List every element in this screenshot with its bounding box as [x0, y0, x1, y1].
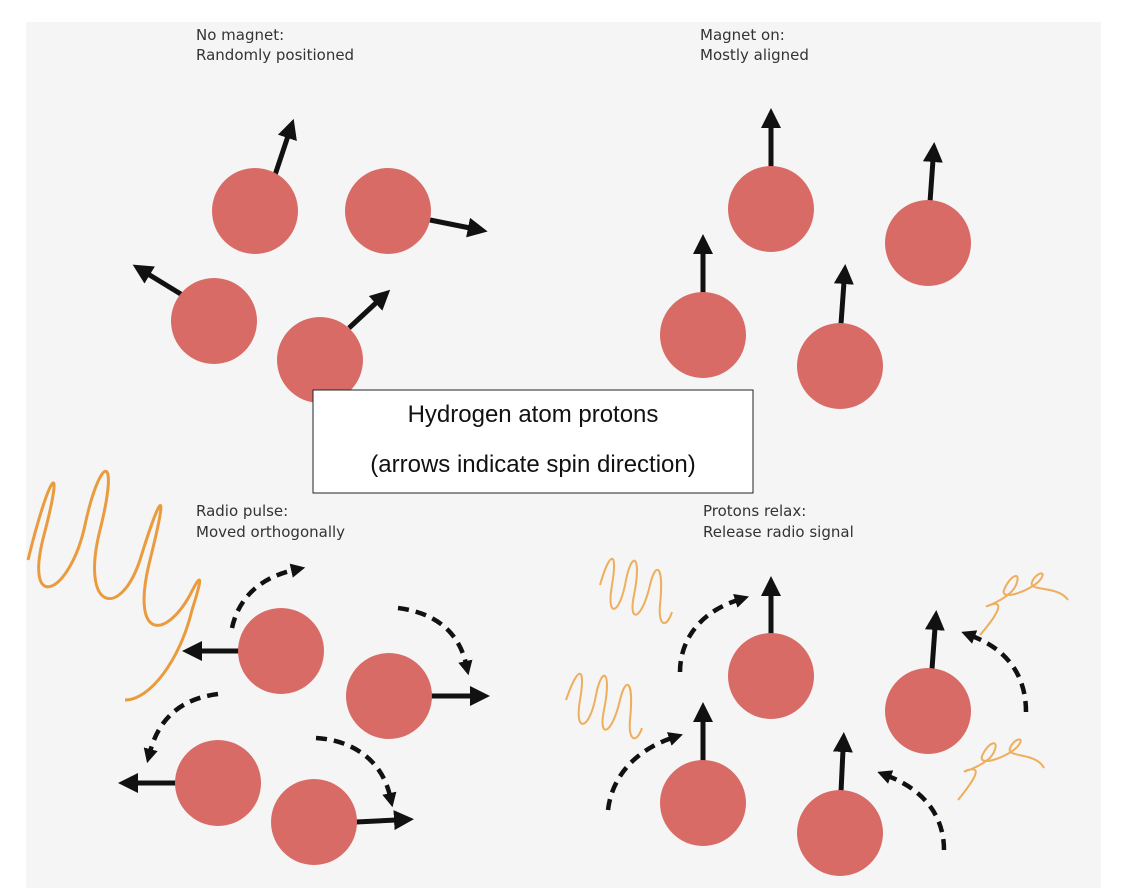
- motion-arrow: [677, 594, 749, 673]
- panel-no-magnet: No magnet: Randomly positioned: [132, 26, 488, 403]
- caption-line: No magnet:: [196, 26, 284, 44]
- motion-arrow: [143, 691, 219, 764]
- proton: [346, 653, 432, 739]
- caption-line: Radio pulse:: [196, 502, 288, 520]
- proton: [271, 779, 357, 865]
- panel-no-magnet-caption: No magnet: Randomly positioned: [196, 26, 354, 64]
- spin-arrow: [429, 217, 488, 238]
- motion-arrow: [877, 770, 947, 851]
- proton: [175, 740, 261, 826]
- proton: [660, 760, 746, 846]
- center-label-line1: Hydrogen atom protons: [408, 401, 659, 428]
- panel-protons-relax: Protons relax: Release radio signal: [565, 502, 1069, 876]
- spin-arrow: [271, 118, 297, 179]
- radio-wave: [26, 469, 202, 702]
- caption-line: Moved orthogonally: [196, 523, 345, 541]
- radio-signal-wave: [599, 558, 673, 624]
- proton: [885, 200, 971, 286]
- proton: [212, 168, 298, 254]
- caption-line: Protons relax:: [703, 502, 806, 520]
- proton: [728, 166, 814, 252]
- proton: [797, 323, 883, 409]
- radio-signal-wave: [979, 572, 1069, 636]
- center-label: Hydrogen atom protons (arrows indicate s…: [312, 389, 754, 494]
- center-label-box: [312, 389, 754, 494]
- panel-magnet-on-caption: Magnet on: Mostly aligned: [700, 26, 809, 64]
- proton: [885, 668, 971, 754]
- panel-protons-relax-caption: Protons relax: Release radio signal: [703, 502, 854, 541]
- spin-arrow: [833, 264, 854, 325]
- spin-arrow: [347, 289, 391, 330]
- spin-arrow: [922, 142, 943, 203]
- proton: [171, 278, 257, 364]
- caption-line: Mostly aligned: [700, 46, 809, 64]
- proton: [277, 317, 363, 403]
- spin-arrow: [924, 610, 945, 670]
- radio-signal-wave: [957, 738, 1045, 801]
- motion-arrow: [605, 732, 683, 811]
- panel-magnet-on: Magnet on: Mostly aligned: [660, 26, 971, 409]
- caption-line: Magnet on:: [700, 26, 785, 44]
- proton: [660, 292, 746, 378]
- spin-arrow: [132, 264, 186, 299]
- panel-radio-pulse: Radio pulse: Moved orthogonally: [26, 469, 490, 865]
- proton: [797, 790, 883, 876]
- panel-radio-pulse-caption: Radio pulse: Moved orthogonally: [196, 502, 345, 541]
- proton: [238, 608, 324, 694]
- center-label-line2: (arrows indicate spin direction): [370, 451, 695, 478]
- spin-arrow: [832, 732, 853, 793]
- motion-arrow: [315, 735, 397, 808]
- motion-arrow: [397, 605, 473, 676]
- proton: [728, 633, 814, 719]
- spin-arrow: [355, 810, 414, 831]
- caption-line: Release radio signal: [703, 523, 854, 541]
- caption-line: Randomly positioned: [196, 46, 354, 64]
- proton: [345, 168, 431, 254]
- motion-arrow: [229, 563, 306, 629]
- radio-signal-wave: [565, 673, 643, 740]
